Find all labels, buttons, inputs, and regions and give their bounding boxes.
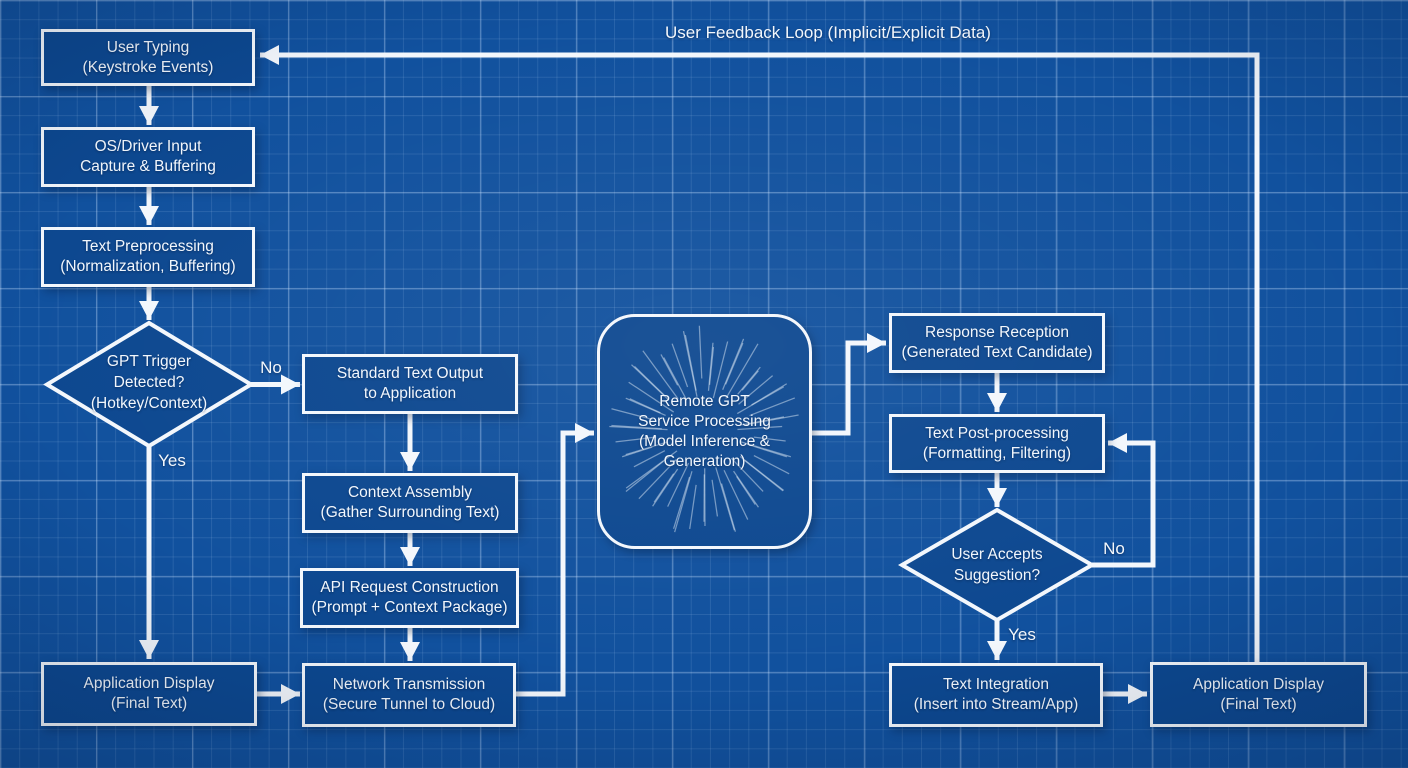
trigger-decision-text: GPT Trigger Detected? (Hotkey/Context): [59, 351, 239, 414]
decision-label: Detected?: [113, 374, 185, 391]
node-sublabel: (Secure Tunnel to Cloud): [322, 696, 496, 713]
node-application-display-left: Application Display (Final Text): [41, 662, 257, 726]
node-label: OS/Driver Input: [94, 138, 202, 155]
node-sublabel: (Gather Surrounding Text): [320, 504, 500, 521]
accept-decision-diamond: [898, 507, 1096, 623]
node-label: Text Integration: [943, 676, 1049, 693]
edge-remote-to-response: [812, 333, 886, 436]
accept-no-label: No: [1103, 539, 1125, 558]
decision-label: GPT Trigger: [106, 353, 192, 370]
edge-accept-no-loop: [1092, 433, 1156, 568]
node-api-request-construction: API Request Construction (Prompt + Conte…: [300, 568, 519, 628]
node-label: Text Preprocessing: [82, 238, 214, 255]
node-text-post-processing: Text Post-processing (Formatting, Filter…: [889, 414, 1105, 473]
node-context-assembly: Context Assembly (Gather Surrounding Tex…: [302, 473, 518, 533]
node-label: Application Display: [1193, 675, 1324, 693]
node-remote-gpt-service: Remote GPT Service Processing (Model Inf…: [597, 314, 812, 549]
node-label: Remote GPT: [659, 392, 750, 410]
node-label: Response Reception: [925, 324, 1069, 341]
decision-label: Suggestion?: [953, 567, 1041, 584]
node-sublabel: (Prompt + Context Package): [311, 599, 508, 616]
node-sublabel: Generation): [663, 452, 746, 470]
node-sublabel: (Final Text): [1220, 695, 1297, 713]
node-network-transmission: Network Transmission (Secure Tunnel to C…: [302, 663, 516, 727]
edge-feedback-loop: [260, 45, 1260, 662]
node-label: API Request Construction: [320, 579, 499, 596]
edge-network-to-remote: [516, 423, 594, 697]
node-sublabel: (Insert into Stream/App): [913, 696, 1079, 713]
node-application-display-right: Application Display (Final Text): [1150, 662, 1367, 727]
accept-yes-label: Yes: [1008, 625, 1036, 644]
trigger-no-label: No: [260, 358, 282, 377]
node-text-preprocessing: Text Preprocessing (Normalization, Buffe…: [41, 227, 255, 287]
accept-decision-text: User Accepts Suggestion?: [907, 544, 1087, 586]
node-label: Context Assembly: [347, 484, 473, 501]
decision-label: User Accepts: [951, 546, 1043, 563]
trigger-yes-label: Yes: [158, 451, 186, 470]
remote-gpt-text: Remote GPT Service Processing (Model Inf…: [638, 392, 771, 472]
node-label: Network Transmission: [332, 676, 486, 693]
node-label: User Typing: [106, 38, 190, 56]
node-label: Application Display: [83, 675, 215, 692]
node-sublabel: (Formatting, Filtering): [922, 444, 1072, 462]
node-user-typing: User Typing (Keystroke Events): [41, 29, 255, 86]
node-sublabel: Capture & Buffering: [80, 158, 216, 175]
node-sublabel: (Final Text): [110, 695, 188, 712]
node-standard-text-output: Standard Text Output to Application: [302, 354, 518, 414]
decision-sublabel: (Hotkey/Context): [90, 395, 208, 412]
node-label: Service Processing: [638, 412, 771, 430]
node-sublabel: (Normalization, Buffering): [60, 258, 236, 275]
node-response-reception: Response Reception (Generated Text Candi…: [889, 313, 1105, 373]
node-text-integration: Text Integration (Insert into Stream/App…: [889, 663, 1103, 727]
node-sublabel: (Generated Text Candidate): [901, 344, 1093, 361]
node-sublabel: (Model Inference &: [639, 432, 770, 450]
node-sublabel: (Keystroke Events): [82, 58, 214, 76]
sunburst-rays-icon: [609, 325, 799, 533]
node-label: Text Post-processing: [925, 424, 1069, 442]
node-label: Standard Text Output: [336, 365, 484, 382]
feedback-loop-label: User Feedback Loop (Implicit/Explicit Da…: [665, 23, 991, 42]
node-sublabel: to Application: [363, 385, 457, 402]
trigger-decision-diamond: [43, 320, 255, 449]
node-os-driver-input: OS/Driver Input Capture & Buffering: [41, 127, 255, 187]
